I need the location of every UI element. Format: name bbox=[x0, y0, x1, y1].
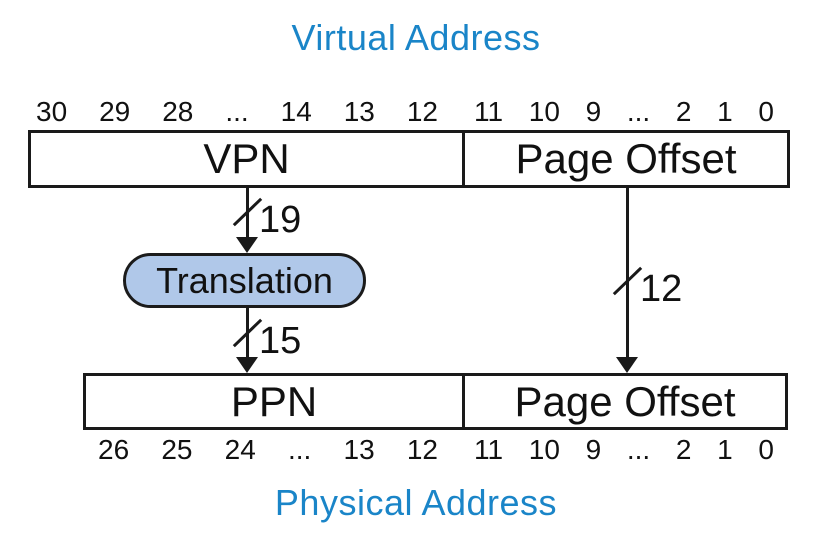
vpn-bus-width-label: 19 bbox=[259, 199, 302, 241]
physical-address-box: PPN Page Offset bbox=[83, 373, 788, 430]
arrow-down-icon bbox=[616, 357, 638, 373]
bit-label: 12 bbox=[406, 96, 438, 127]
arrow-down-icon bbox=[236, 237, 258, 253]
va-offset-bit-numbers-row: 11 10 9 ... 2 1 0 bbox=[474, 97, 774, 127]
bit-label: 14 bbox=[280, 96, 312, 127]
va-vpn-bit-numbers-row: 30 29 28 ... 14 13 12 bbox=[36, 97, 438, 127]
bit-label: 26 bbox=[98, 434, 130, 465]
ellipsis-label: ... bbox=[287, 434, 312, 465]
bit-label: 10 bbox=[528, 434, 560, 465]
bit-label: 9 bbox=[585, 434, 602, 465]
bit-label: 10 bbox=[528, 96, 560, 127]
pa-ppn-bit-numbers-row: 26 25 24 ... 13 12 bbox=[98, 435, 438, 465]
bit-label: 2 bbox=[675, 434, 692, 465]
bit-label: 0 bbox=[758, 434, 774, 465]
bit-label: 1 bbox=[717, 434, 733, 465]
bit-label: 28 bbox=[162, 96, 194, 127]
offset-passthrough-arrow-line bbox=[626, 186, 629, 358]
ppn-bus-width-label: 15 bbox=[259, 320, 302, 362]
offset-bus-width-label: 12 bbox=[640, 268, 683, 310]
arrow-down-icon bbox=[236, 357, 258, 373]
bit-label: 29 bbox=[99, 96, 131, 127]
pa-page-offset-field: Page Offset bbox=[462, 376, 785, 427]
bit-label: 1 bbox=[717, 96, 733, 127]
virtual-address-title: Virtual Address bbox=[291, 17, 541, 58]
ellipsis-label: ... bbox=[626, 96, 651, 127]
bit-label: 9 bbox=[585, 96, 602, 127]
bit-label: 11 bbox=[474, 434, 504, 465]
bit-label: 25 bbox=[161, 434, 193, 465]
physical-address-title: Physical Address bbox=[274, 482, 558, 523]
ellipsis-label: ... bbox=[225, 96, 249, 127]
va-page-offset-field: Page Offset bbox=[462, 133, 787, 185]
bit-label: 13 bbox=[343, 434, 375, 465]
ellipsis-label: ... bbox=[626, 434, 651, 465]
ppn-field: PPN bbox=[230, 377, 318, 425]
bit-label: 2 bbox=[675, 96, 692, 127]
translation-block: Translation bbox=[123, 253, 366, 308]
virtual-address-box: VPN Page Offset bbox=[28, 130, 790, 188]
bit-label: 11 bbox=[474, 96, 504, 127]
vpn-field: VPN bbox=[203, 135, 290, 182]
bit-label: 13 bbox=[343, 96, 375, 127]
pa-offset-bit-numbers-row: 11 10 9 ... 2 1 0 bbox=[474, 435, 774, 465]
bit-label: 30 bbox=[36, 96, 68, 127]
bit-label: 24 bbox=[224, 434, 256, 465]
bit-label: 0 bbox=[758, 96, 774, 127]
bit-label: 12 bbox=[406, 434, 438, 465]
